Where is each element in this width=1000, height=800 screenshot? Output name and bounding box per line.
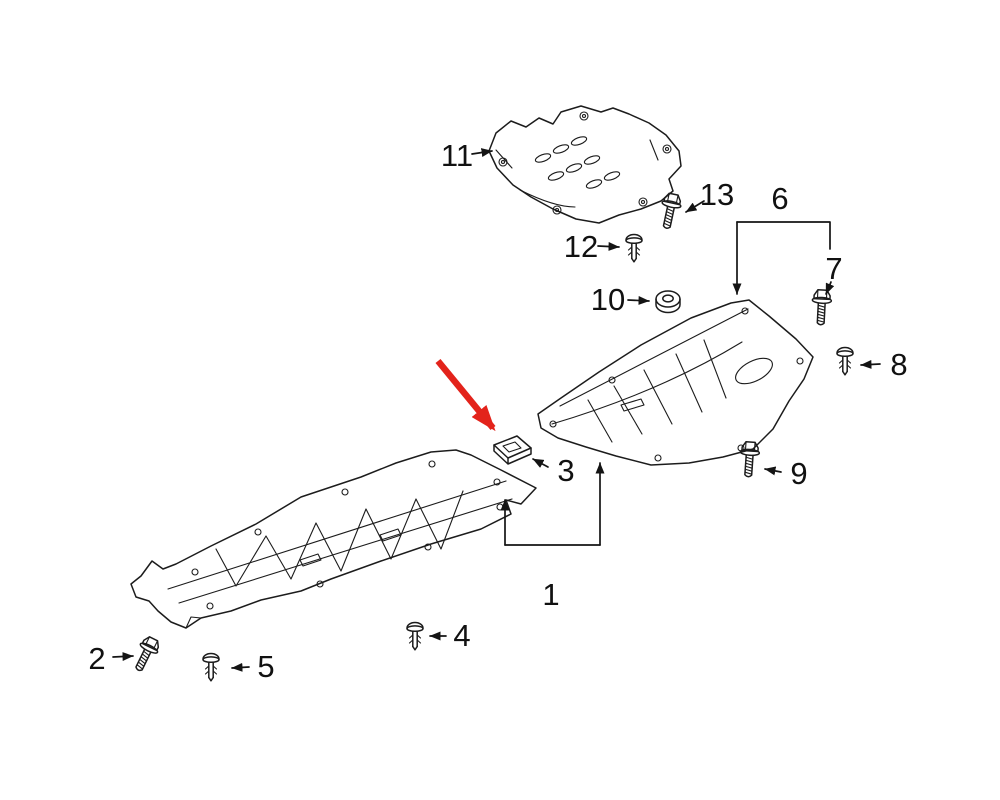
leader-lines xyxy=(112,148,881,672)
part-label-8: 8 xyxy=(890,347,907,382)
part-10-flange-nut-icon xyxy=(655,290,681,314)
part-2-flange-bolt-icon xyxy=(128,633,163,675)
part-label-5: 5 xyxy=(257,649,274,684)
part-6-under-cover-panel xyxy=(537,299,814,466)
part-label-9: 9 xyxy=(790,456,807,491)
leader-11 xyxy=(471,148,493,158)
part-1-under-cover-panel xyxy=(130,449,537,629)
leader-9 xyxy=(764,466,782,476)
part-label-11: 11 xyxy=(441,138,473,173)
bracket-6 xyxy=(736,221,831,250)
part-label-12: 12 xyxy=(564,229,598,264)
leader-3 xyxy=(532,458,549,468)
leader-10 xyxy=(627,296,650,305)
part-4-push-clip-icon xyxy=(406,621,424,651)
leader-8 xyxy=(860,359,881,369)
part-3-clip-nut xyxy=(493,435,532,465)
leader-2 xyxy=(112,652,134,662)
leader-13 xyxy=(685,200,705,213)
part-13-flange-bolt-icon xyxy=(656,191,684,231)
part-label-13: 13 xyxy=(700,177,734,212)
part-5-push-clip-icon xyxy=(202,652,220,682)
part-label-3: 3 xyxy=(557,453,574,488)
part-7-flange-bolt-icon xyxy=(810,288,833,326)
red-arrow-icon xyxy=(435,358,496,432)
part-11-engine-splash-shield xyxy=(488,105,682,224)
leader-12 xyxy=(597,242,620,251)
leader-5 xyxy=(231,662,250,672)
part-label-7: 7 xyxy=(825,251,842,286)
part-8-push-clip-icon xyxy=(836,346,854,376)
part-label-10: 10 xyxy=(591,282,625,317)
part-label-4: 4 xyxy=(453,618,470,653)
part-label-2: 2 xyxy=(88,641,105,676)
leader-7 xyxy=(825,281,835,295)
part-label-1: 1 xyxy=(542,577,559,612)
part-12-push-clip-icon xyxy=(625,233,643,263)
part-label-6: 6 xyxy=(771,181,788,216)
part-9-flange-bolt-icon xyxy=(737,440,761,479)
